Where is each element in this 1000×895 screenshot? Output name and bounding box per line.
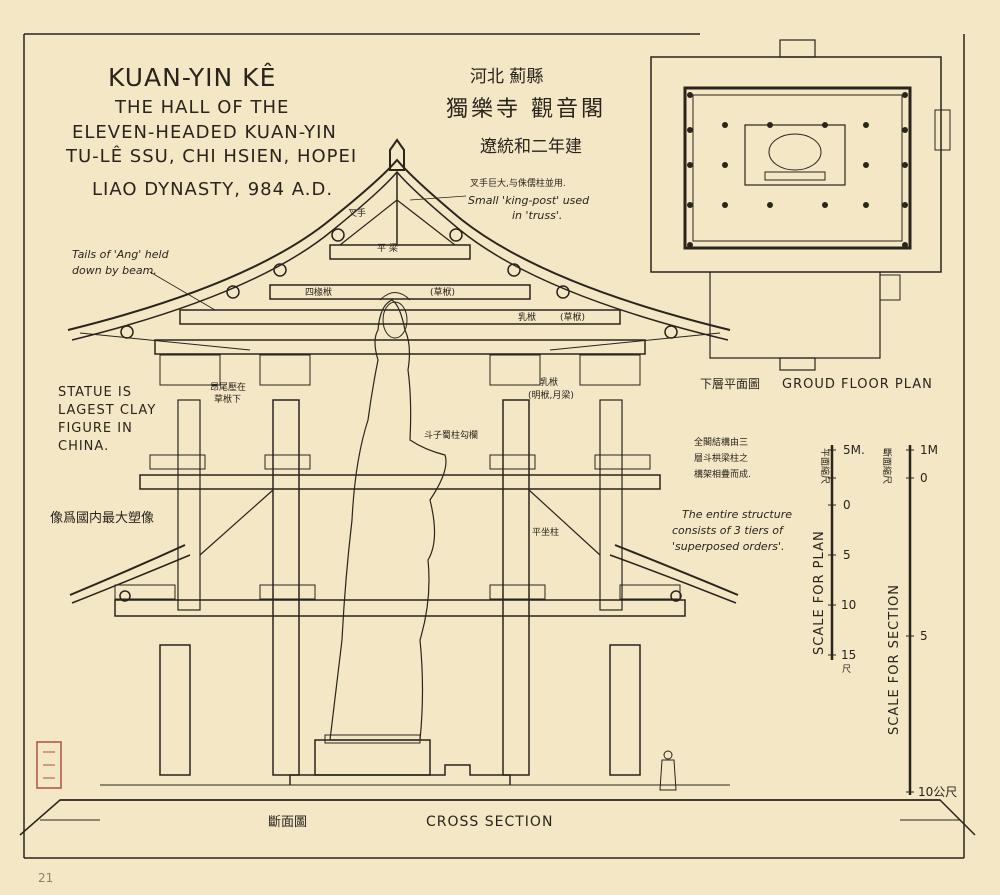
statue-note-2: LAGEST CLAY (58, 403, 156, 418)
scale-for-plan: 5M. 0 5 10 15 尺 SCALE FOR PLAN 平面縮尺 (812, 443, 865, 675)
purlins (119, 228, 682, 602)
label-ang-wei-2: 草栿下 (214, 393, 241, 405)
kuan-yin-statue (314, 292, 447, 776)
section-annotations: 叉手巨大,与侏儒柱並用. Small 'king-post' used in '… (50, 177, 792, 830)
scale-for-section: 1M 0 5 10公尺 SCALE FOR SECTION 斷面縮尺 (881, 443, 957, 799)
chinese-hall-name: 獨樂寺 觀音閣 (446, 97, 606, 122)
label-ming-fu: (明栿,月梁) (528, 389, 574, 401)
statue-note-zh: 像爲國内最大塑像 (50, 510, 154, 526)
section-scale-title: SCALE FOR SECTION (887, 584, 902, 735)
label-cao-fu-2: (草栿) (560, 311, 585, 323)
section-scale-tick-1m: 1M (920, 443, 938, 457)
cross-section-label: CROSS SECTION (426, 814, 553, 830)
plan-scale-title: SCALE FOR PLAN (812, 530, 827, 655)
plan-scale-tick-0: 0 (843, 498, 851, 512)
human-scale-figure (659, 750, 677, 791)
section-scale-tick-5: 5 (920, 629, 928, 643)
label-ping-liang: 平 梁 (377, 242, 398, 254)
structure-note-zh-2: 層斗栱梁柱之 (694, 452, 748, 464)
title-line-5: LIAO DYNASTY, 984 A.D. (92, 179, 333, 200)
ang-tails-note-2: down by beam. (72, 264, 157, 277)
label-cha-shou: 叉手 (348, 207, 366, 219)
plan-scale-tick-5m: 5M. (843, 443, 865, 457)
plan-scale-unit: 尺 (842, 664, 851, 675)
title-line-4: TU-LÊ SSU, CHI HSIEN, HOPEI (65, 145, 357, 167)
plan-scale-tick-10: 10 (841, 598, 856, 612)
ang-tails-note-1: Tails of 'Ang' held (72, 248, 170, 261)
bracket-sets (114, 354, 681, 600)
king-post-note-en-2: in 'truss'. (512, 209, 562, 222)
label-cao-fu-1: (草栿) (430, 286, 455, 298)
chinese-location: 河北 薊縣 (470, 67, 543, 87)
section-scale-tick-0: 0 (920, 471, 928, 485)
ground-platform (19, 764, 976, 836)
page-number: 21 (38, 871, 53, 885)
section-scale-tick-10: 10公尺 (918, 785, 957, 799)
chinese-title-block: 河北 薊縣 獨樂寺 觀音閣 遼統和二年建 (446, 67, 606, 157)
structural-frame (114, 172, 686, 776)
structure-note-zh-3: 構架相疊而成. (694, 468, 751, 480)
label-si-chuan-fu: 四椽栿 (305, 286, 332, 298)
label-dou-gong: 斗子蜀柱勾欄 (424, 429, 478, 441)
plan-scale-tick-15: 15 (841, 648, 856, 662)
roof (67, 138, 739, 604)
plan-label-zh: 下層平面圖 (700, 377, 760, 391)
plan-columns (687, 92, 908, 248)
plan-scale-title-zh: 平面縮尺 (819, 448, 831, 484)
ground-floor-plan: 下層平面圖 GROUD FLOOR PLAN (650, 39, 951, 392)
plan-label: GROUD FLOOR PLAN (782, 377, 933, 392)
king-post-note-zh: 叉手巨大,与侏儒柱並用. (470, 177, 566, 189)
title-line-1: KUAN-YIN KÊ (108, 63, 276, 92)
label-ang-wei-1: 昂尾壓在 (210, 381, 246, 393)
title-line-2: THE HALL OF THE (114, 97, 289, 118)
section-scale-title-zh: 斷面縮尺 (881, 448, 893, 484)
structure-note-en-2: consists of 3 tiers of (672, 524, 785, 537)
cross-section-label-zh: 斷面圖 (268, 815, 307, 830)
label-ru-fu-top: 乳栿 (518, 311, 536, 323)
title-line-3: ELEVEN-HEADED KUAN-YIN (72, 122, 337, 143)
structure-note-zh-1: 全閣結構由三 (694, 436, 748, 448)
king-post-note-en-1: Small 'king-post' used (468, 194, 590, 207)
chinese-date: 遼統和二年建 (480, 137, 582, 157)
seal-stamp (36, 741, 62, 789)
statue-note-1: STATUE IS (58, 385, 132, 400)
title-block: KUAN-YIN KÊ THE HALL OF THE ELEVEN-HEADE… (65, 63, 357, 200)
label-ru-fu-mid: 乳栿 (540, 376, 558, 388)
statue-note-3: FIGURE IN (58, 421, 133, 436)
plan-scale-tick-5: 5 (843, 548, 851, 562)
label-ping-zuo-zhu: 平坐柱 (532, 526, 559, 538)
structure-note-en-3: 'superposed orders'. (672, 540, 784, 553)
structure-note-en-1: The entire structure (682, 508, 792, 521)
statue-note-4: CHINA. (58, 439, 109, 454)
sheet-frame (23, 33, 965, 859)
